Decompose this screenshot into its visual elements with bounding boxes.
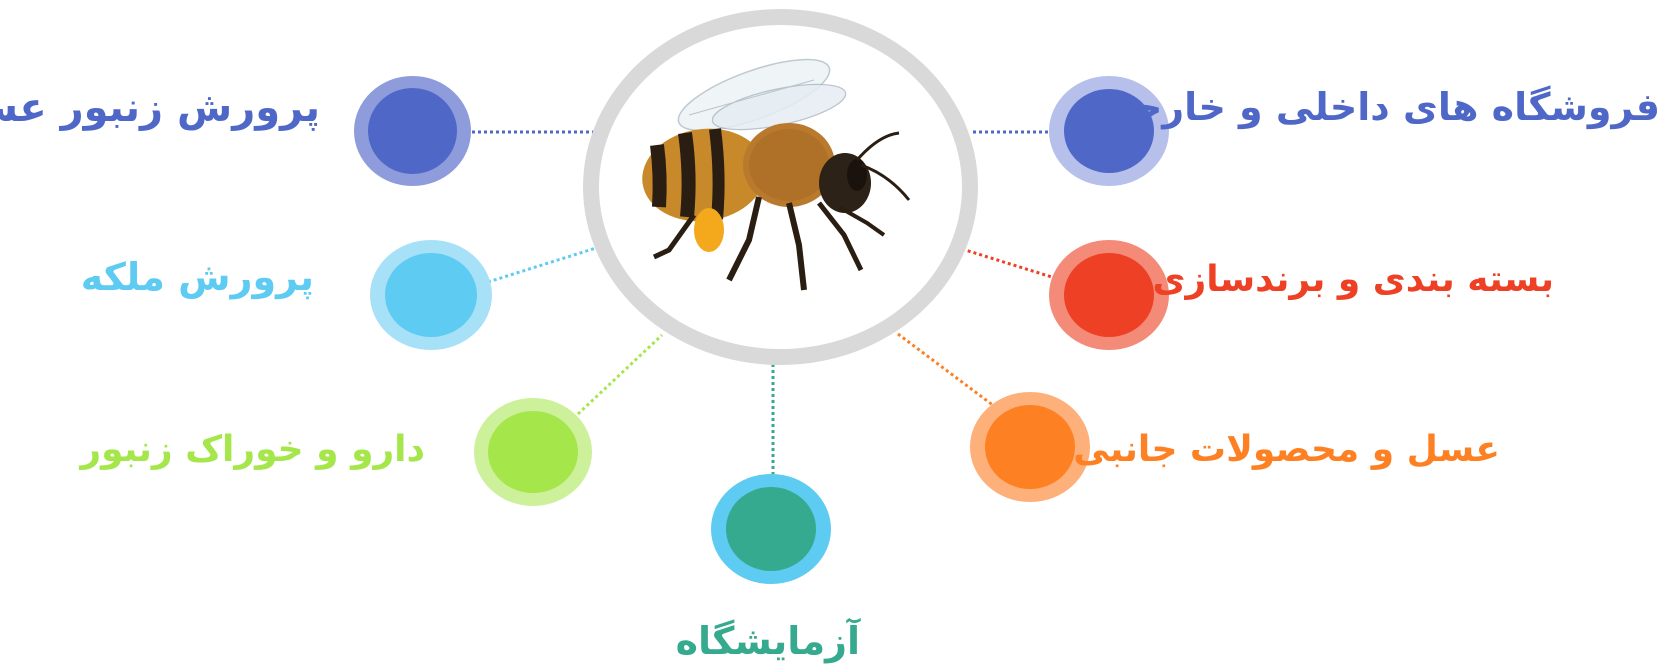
circle-node-icon [985,405,1075,489]
label-medicine[interactable]: دارو و خوراک زنبور [80,429,425,470]
label-stores[interactable]: فروشگاه های داخلی و خارجی [1096,85,1660,129]
circle-node-icon [385,253,477,337]
node-medicine[interactable] [474,398,592,506]
node-products[interactable] [970,392,1090,502]
label-packaging[interactable]: بسته بندی و برندسازی [1152,259,1554,300]
node-lab[interactable] [711,474,831,584]
circle-node-icon [368,88,457,174]
node-queen[interactable] [370,240,492,350]
connector-queen [487,246,597,284]
connector-products [897,332,995,408]
circle-node-icon [726,487,816,571]
center-bee-hub [583,9,978,365]
label-beekeeping[interactable]: پرورش زنبور عسل [0,85,320,131]
label-lab[interactable]: آزمایشگاه [675,619,860,663]
connector-packaging [961,247,1056,280]
circle-node-icon [1064,253,1154,337]
node-beekeeping[interactable] [354,76,471,186]
connector-medicine [576,333,664,416]
node-packaging[interactable] [1049,240,1169,350]
circle-node-icon [488,411,578,493]
node-stores[interactable] [1049,76,1169,186]
bee-icon [642,58,911,291]
label-products[interactable]: عسل و محصولات جانبی [1073,429,1500,470]
label-queen[interactable]: پرورش ملکه [80,255,314,299]
circle-node-icon [1064,89,1154,173]
